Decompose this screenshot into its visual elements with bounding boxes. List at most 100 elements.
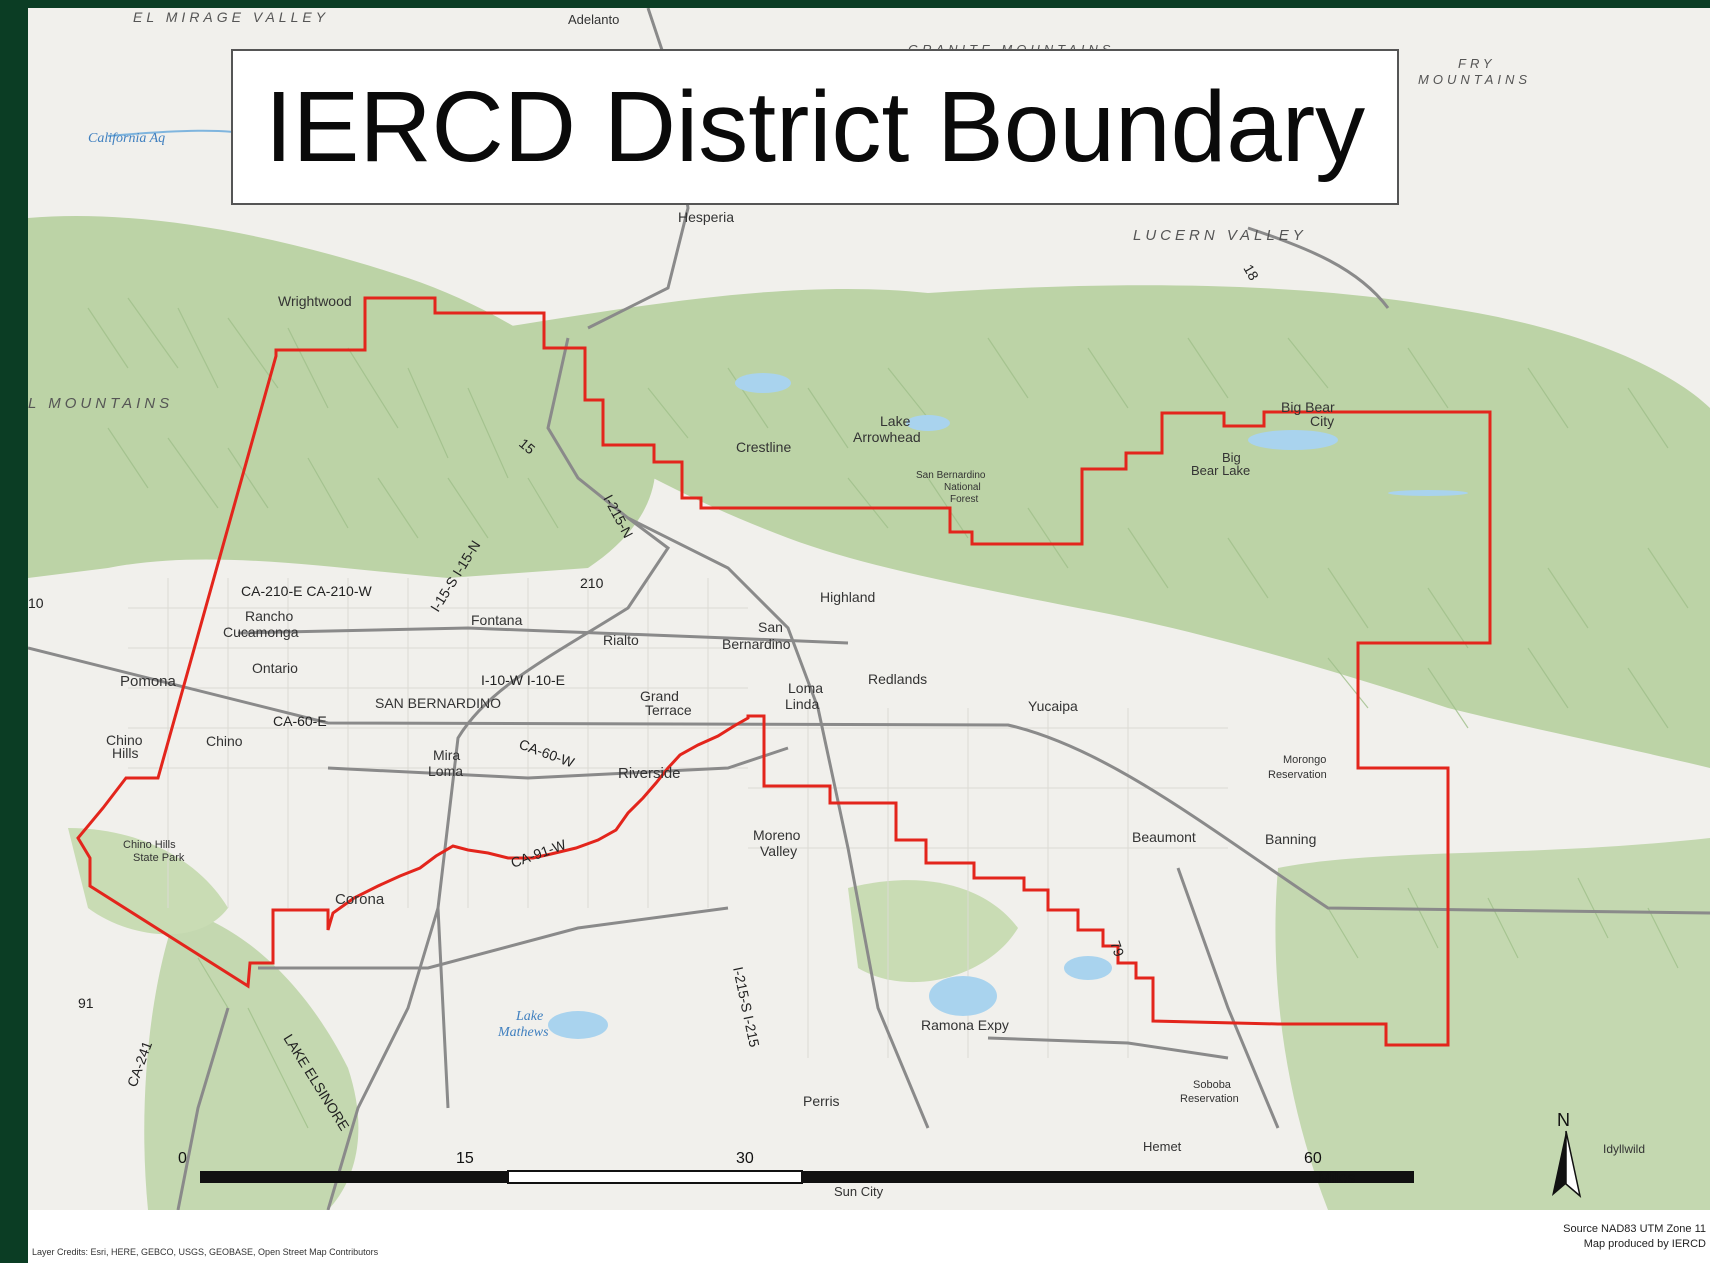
scale-bar — [200, 1170, 1414, 1184]
road-hwy18 — [1247, 226, 1390, 309]
label-mira-loma-1: Mira — [433, 747, 460, 763]
label-big-bear-city-2: City — [1310, 413, 1334, 429]
label-r10: 10 — [28, 595, 44, 611]
label-lake-mathews-1: Lake — [515, 1009, 543, 1024]
scale-unit: Miles — [1318, 1170, 1355, 1187]
label-chino-park-2: State Park — [133, 852, 185, 864]
label-wrightwood: Wrightwood — [278, 293, 352, 309]
label-hemet: Hemet — [1143, 1139, 1182, 1154]
map-frame: EL MIRAGE VALLEY Adelanto GRANITE MOUNTA… — [28, 8, 1710, 1210]
label-adelanto: Adelanto — [568, 12, 619, 27]
road-us395 — [587, 8, 690, 330]
road-ca91 — [258, 906, 729, 970]
san-jacinto-mountains — [1275, 838, 1710, 1210]
label-moreno-2: Valley — [760, 843, 797, 859]
source-line-1: Source NAD83 UTM Zone 11 — [1563, 1223, 1706, 1235]
label-r79: 79 — [1107, 939, 1127, 959]
scale-labels: 0 15 30 60 Miles — [178, 1150, 1355, 1187]
label-ca210: CA-210-E CA-210-W — [241, 583, 372, 599]
label-grand-terrace-2: Terrace — [645, 702, 692, 718]
label-el-mirage: EL MIRAGE VALLEY — [133, 9, 329, 25]
district-boundary — [76, 296, 1492, 1047]
label-ca60w: CA-60-W — [517, 736, 577, 771]
label-lake-arrowhead-2: Arrowhead — [853, 429, 921, 445]
label-banning: Banning — [1265, 831, 1316, 847]
label-corona: Corona — [335, 891, 385, 908]
label-sun-city: Sun City — [834, 1184, 884, 1199]
label-chino-park-1: Chino Hills — [123, 839, 176, 851]
road-ca60 — [327, 746, 789, 780]
label-big-bear-lake-2: Bear Lake — [1191, 463, 1250, 478]
label-r91: 91 — [78, 995, 94, 1011]
road-ca210 — [237, 626, 849, 645]
label-ca60: CA-60-E — [273, 713, 327, 729]
label-mira-loma-2: Loma — [428, 763, 463, 779]
label-hesperia: Hesperia — [678, 209, 734, 225]
page-title: IERCD District Boundary — [264, 70, 1366, 183]
north-arrow-icon — [1552, 1130, 1582, 1199]
scale-label-30: 30 — [736, 1150, 754, 1167]
san-bernardino-mountains — [498, 285, 1710, 768]
label-chino: Chino — [206, 733, 243, 749]
label-lake-arrowhead-1: Lake — [880, 413, 911, 429]
label-rialto: Rialto — [603, 632, 639, 648]
scale-label-60: 60 — [1304, 1150, 1322, 1167]
source-line-2: Map produced by IERCD — [1583, 1238, 1706, 1250]
label-soboba-1: Soboba — [1193, 1079, 1232, 1091]
scale-label-0: 0 — [178, 1150, 187, 1167]
label-pomona: Pomona — [120, 673, 177, 690]
label-morongo-2: Reservation — [1268, 769, 1327, 781]
label-yucaipa: Yucaipa — [1028, 698, 1078, 714]
label-redlands: Redlands — [868, 671, 927, 687]
road-i215 — [627, 516, 930, 1129]
label-highland: Highland — [820, 589, 875, 605]
label-ontario: Ontario — [252, 660, 298, 676]
label-i10: I-10-W I-10-E — [481, 672, 565, 688]
urban-grid — [128, 578, 1228, 1058]
label-riverside: Riverside — [618, 765, 681, 782]
santa-ana-mountains — [144, 908, 359, 1210]
label-beaumont: Beaumont — [1132, 829, 1196, 845]
label-crestline: Crestline — [736, 439, 791, 455]
label-chino-hills-1: Chino — [106, 732, 143, 748]
label-moreno-1: Moreno — [753, 827, 801, 843]
label-fry: FRY — [1458, 56, 1496, 71]
label-grand-terrace-1: Grand — [640, 688, 679, 704]
label-r18: 18 — [1240, 262, 1262, 284]
road-ramona — [987, 1036, 1229, 1060]
label-r210: 210 — [580, 575, 604, 591]
label-fontana: Fontana — [471, 612, 523, 628]
label-loma-linda-1: Loma — [788, 680, 823, 696]
label-big-bear-city-1: Big Bear — [1281, 399, 1335, 415]
label-sb-forest-2: National — [944, 482, 981, 493]
layer-credits: Layer Credits: Esri, HERE, GEBCO, USGS, … — [32, 1247, 379, 1257]
place-labels: EL MIRAGE VALLEY Adelanto GRANITE MOUNTA… — [28, 9, 1645, 1199]
scale-seg-2 — [507, 1170, 803, 1184]
label-soboba-2: Reservation — [1180, 1093, 1239, 1105]
label-fry2: MOUNTAINS — [1418, 72, 1531, 87]
chino-hills — [68, 828, 228, 935]
road-i15 — [436, 337, 671, 1109]
road-ca241 — [176, 1007, 230, 1210]
north-label: N — [1557, 1110, 1570, 1130]
road-79 — [1176, 867, 1280, 1129]
label-morongo-1: Morongo — [1283, 754, 1326, 766]
san-gabriel-mountains — [28, 216, 656, 578]
label-sb-forest-3: Forest — [950, 494, 979, 505]
label-mountains-left: L MOUNTAINS — [28, 395, 173, 412]
source-info: Source NAD83 UTM Zone 11 Map produced by… — [1563, 1222, 1706, 1252]
label-ca91: CA-91-W — [509, 836, 569, 871]
scale-seg-3 — [802, 1171, 1414, 1183]
road-i10 — [28, 646, 1710, 915]
label-idyllwild: Idyllwild — [1603, 1142, 1645, 1156]
label-chino-hills-2: Hills — [112, 745, 138, 761]
label-loma-linda-2: Linda — [785, 696, 819, 712]
label-big-bear-lake-1: Big — [1222, 450, 1241, 465]
map-footer: Layer Credits: Esri, HERE, GEBCO, USGS, … — [28, 1210, 1710, 1263]
label-ramona: Ramona Expy — [921, 1017, 1009, 1033]
water-bodies — [548, 373, 1468, 1039]
box-springs — [848, 880, 1018, 983]
label-sb-forest-1: San Bernardino — [916, 470, 986, 481]
label-lake-mathews-2: Mathews — [497, 1025, 549, 1040]
roads — [28, 8, 1710, 1210]
